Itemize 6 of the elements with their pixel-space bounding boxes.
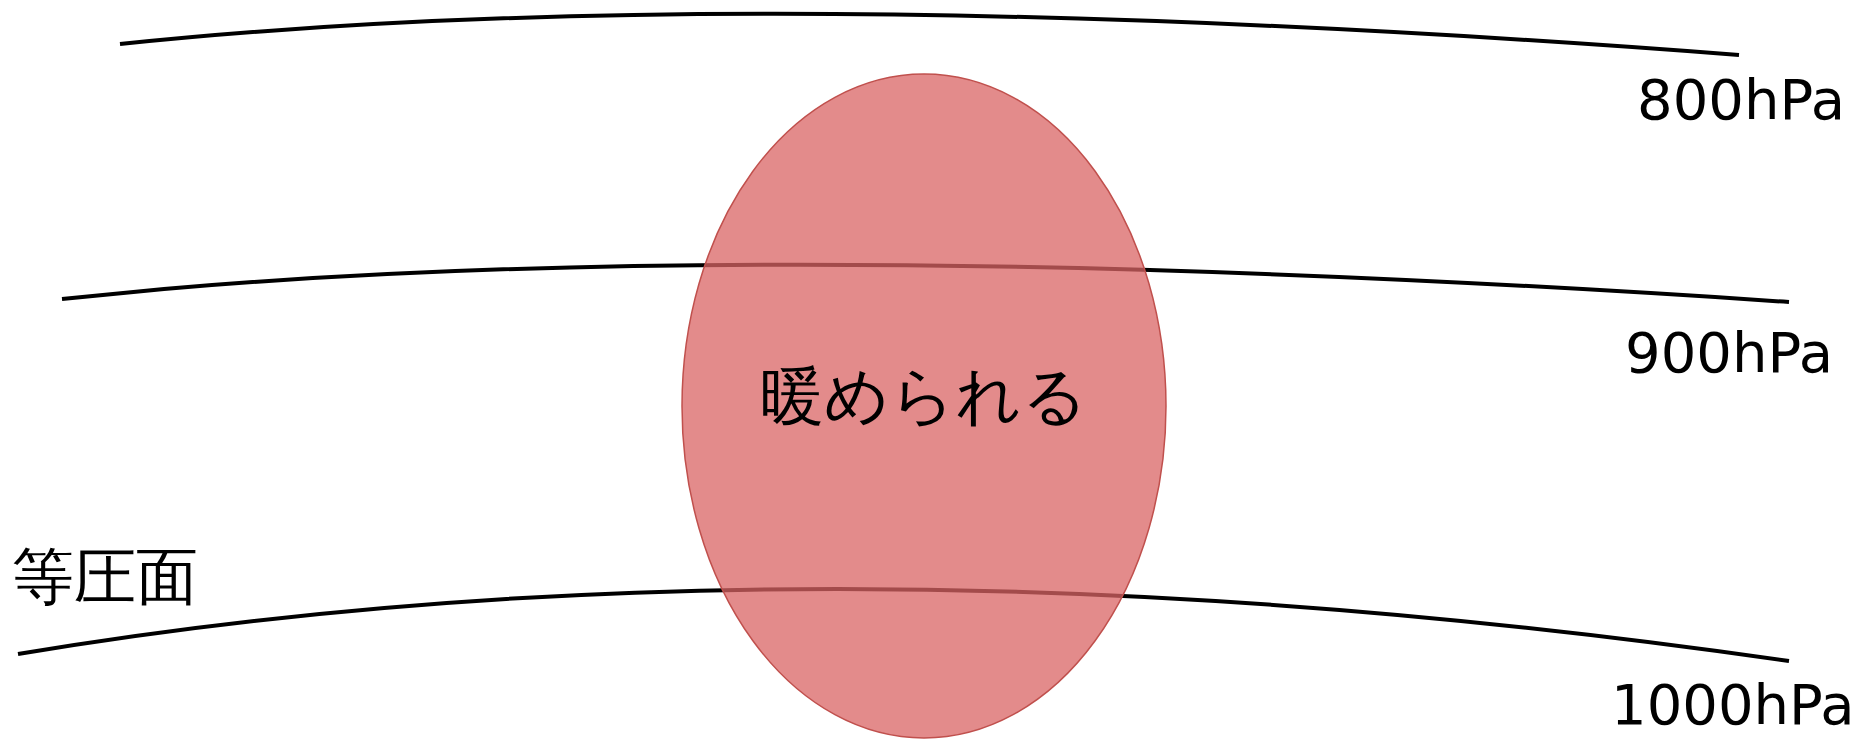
warm-air-ellipse (681, 73, 1167, 739)
pressure-label: 800hPa (1637, 72, 1845, 128)
ellipse-label: 暖められる (760, 357, 1088, 435)
surface-label: 等圧面 (12, 546, 198, 608)
pressure-label: 900hPa (1625, 325, 1833, 381)
pressure-label: 1000hPa (1611, 677, 1855, 733)
